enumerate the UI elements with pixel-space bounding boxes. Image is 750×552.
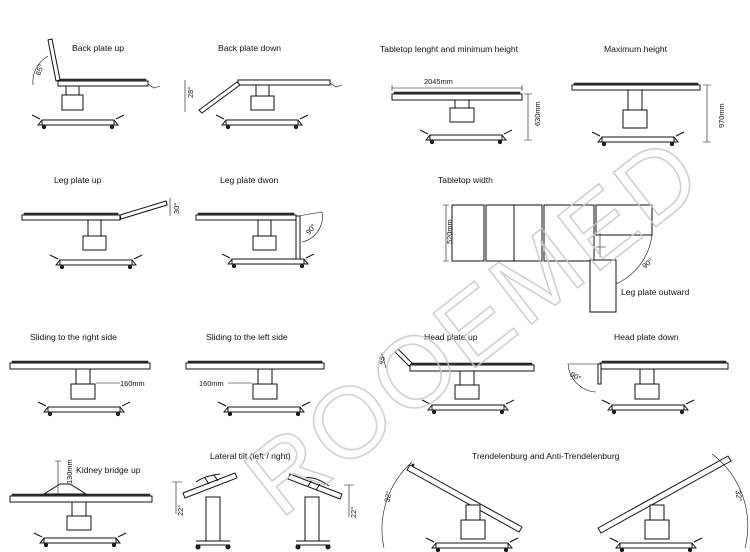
panel-title: Leg plate dwon: [220, 175, 279, 185]
angle-label: 90°: [569, 370, 583, 383]
tabletop-plate: [599, 362, 729, 370]
tabletop-plate: [571, 84, 701, 91]
angle-arc: [32, 55, 49, 86]
panel-kidney-bridge: Kidney bridge up 130mm: [9, 459, 153, 548]
tilted-top-trendelenburg: [406, 464, 523, 533]
leg-plate: [119, 200, 168, 220]
leg-section-outward: [589, 259, 617, 313]
panel-title: Sliding to the left side: [206, 332, 288, 342]
height-dimension: [703, 84, 711, 143]
angle-arc: [567, 363, 598, 393]
panel-title: Back plate down: [218, 43, 281, 53]
panel-slide-right: Sliding to the right side 160mm: [9, 332, 151, 417]
tabletop-plate: [57, 80, 149, 87]
panel-title: Lateral tilt (left / right): [210, 451, 291, 461]
panel-title: Back plate up: [72, 43, 124, 53]
caption: Leg plate outward: [621, 287, 690, 297]
angle-right-label: 22°: [349, 507, 358, 518]
back-plate: [47, 38, 61, 82]
angle-arc: [381, 461, 413, 549]
panel-back-plate-down: Back plate down 28°: [184, 43, 343, 130]
angle-left-label: 32°: [382, 490, 393, 503]
panel-title: Tabletop width: [438, 175, 493, 185]
panel-tabletop-width: Tabletop width 90° 520mm Leg plate outwa…: [438, 175, 690, 313]
panel-title: Sliding to the right side: [30, 332, 117, 342]
angle-guide: [344, 484, 354, 517]
angle-guide: [381, 353, 387, 369]
leg-plate: [295, 215, 301, 261]
angle-arc: [297, 211, 323, 243]
panel-slide-left: Sliding to the left side 160mm: [185, 332, 325, 417]
angle-label: 45°: [376, 352, 388, 366]
angle-right-label: 32°: [733, 490, 744, 503]
height-label: 130mm: [65, 459, 74, 484]
width-dimension: [443, 204, 449, 262]
height-label: 630mm: [533, 101, 542, 126]
panel-lateral-tilt: Lateral tilt (left / right) 22° 22°: [172, 451, 358, 550]
angle-arc: [711, 453, 749, 549]
distance-label: 160mm: [120, 379, 145, 388]
height-dimension: [524, 93, 532, 141]
panel-head-plate-down: Head plate down 90°: [567, 332, 729, 415]
angle-arc: [615, 234, 653, 285]
tabletop-plate: [237, 79, 331, 86]
panel-back-plate-up: Back plate up 65°: [31, 38, 161, 130]
back-section-2: [513, 204, 543, 262]
kidney-bridge: [42, 483, 88, 495]
panel-tabletop-length: Tabletop lenght and minimum height 2045m…: [380, 44, 542, 145]
tabletop-plate: [391, 93, 523, 101]
tabletop-plate: [21, 214, 121, 221]
head-plate: [597, 363, 602, 385]
panel-title: Head plate up: [424, 332, 478, 342]
angle-label: 65°: [34, 63, 46, 77]
panel-title: Trendelenburg and Anti-Trendelenburg: [472, 451, 620, 461]
length-label: 2045mm: [424, 77, 453, 86]
panel-leg-plate-down: Leg plate dwon 90°: [195, 175, 323, 269]
distance-label: 160mm: [199, 379, 224, 388]
tilted-top-anti-trendelenburg: [597, 455, 732, 534]
back-plate: [198, 81, 241, 114]
panel-title: Tabletop lenght and minimum height: [380, 44, 519, 54]
length-dimension: [391, 85, 523, 91]
head-plate: [394, 348, 413, 367]
tilted-top-right: [287, 473, 343, 500]
tabletop-plate: [195, 214, 297, 221]
panel-title: Head plate down: [614, 332, 679, 342]
tabletop-plate: [9, 362, 151, 370]
panel-head-plate-up: Head plate up 45°: [376, 332, 535, 415]
angle-guide: [172, 481, 182, 514]
seat-section: [543, 204, 595, 262]
height-dimension: [55, 460, 61, 495]
tabletop-plate: [185, 362, 325, 370]
width-label: 520mm: [445, 219, 454, 244]
back-section-1: [485, 204, 515, 262]
angle-label: 30°: [172, 203, 181, 214]
panel-title: Maximum height: [604, 44, 668, 54]
tilted-top-left: [182, 472, 238, 499]
height-label: 970mm: [717, 103, 726, 128]
panel-title: Leg plate up: [54, 175, 102, 185]
panel-title: Kidney bridge up: [76, 465, 141, 475]
panel-trendelenburg: Trendelenburg and Anti-Trendelenburg 32°…: [381, 451, 749, 552]
tabletop-plate: [9, 495, 153, 503]
panel-leg-plate-up: Leg plate up 30°: [21, 175, 181, 270]
head-section: [451, 204, 485, 262]
panel-maximum-height: Maximum height 970mm: [571, 44, 726, 147]
angle-left-label: 22°: [176, 505, 185, 516]
angle-label: 28°: [186, 87, 195, 98]
